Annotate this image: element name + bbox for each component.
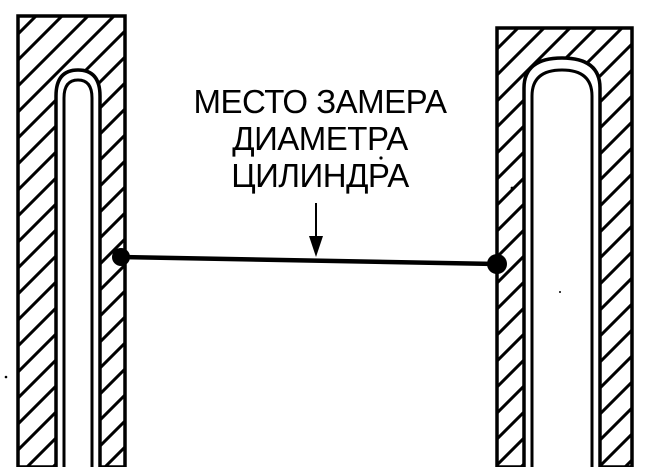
right-wall-hatched-section [495,26,634,467]
left-cylinder-wall [16,14,127,467]
diameter-measurement [112,248,507,274]
caption-line-3: ЦИЛИНДРА [231,157,409,194]
left-measure-point [112,248,130,266]
right-coolant-channel [530,68,594,467]
left-wall-hatched-section [16,14,127,467]
caption-line-1: МЕСТО ЗАМЕРА [193,83,447,120]
diameter-line [118,254,500,267]
scan-specks [4,156,561,379]
right-measure-point [487,254,507,274]
measurement-location-caption: МЕСТО ЗАМЕРА ДИАМЕТРА ЦИЛИНДРА [175,83,465,194]
arrow-down-icon [309,203,323,257]
caption-line-2: ДИАМЕТРА [232,120,408,157]
right-cylinder-wall [495,26,634,467]
left-coolant-channel [62,78,94,467]
